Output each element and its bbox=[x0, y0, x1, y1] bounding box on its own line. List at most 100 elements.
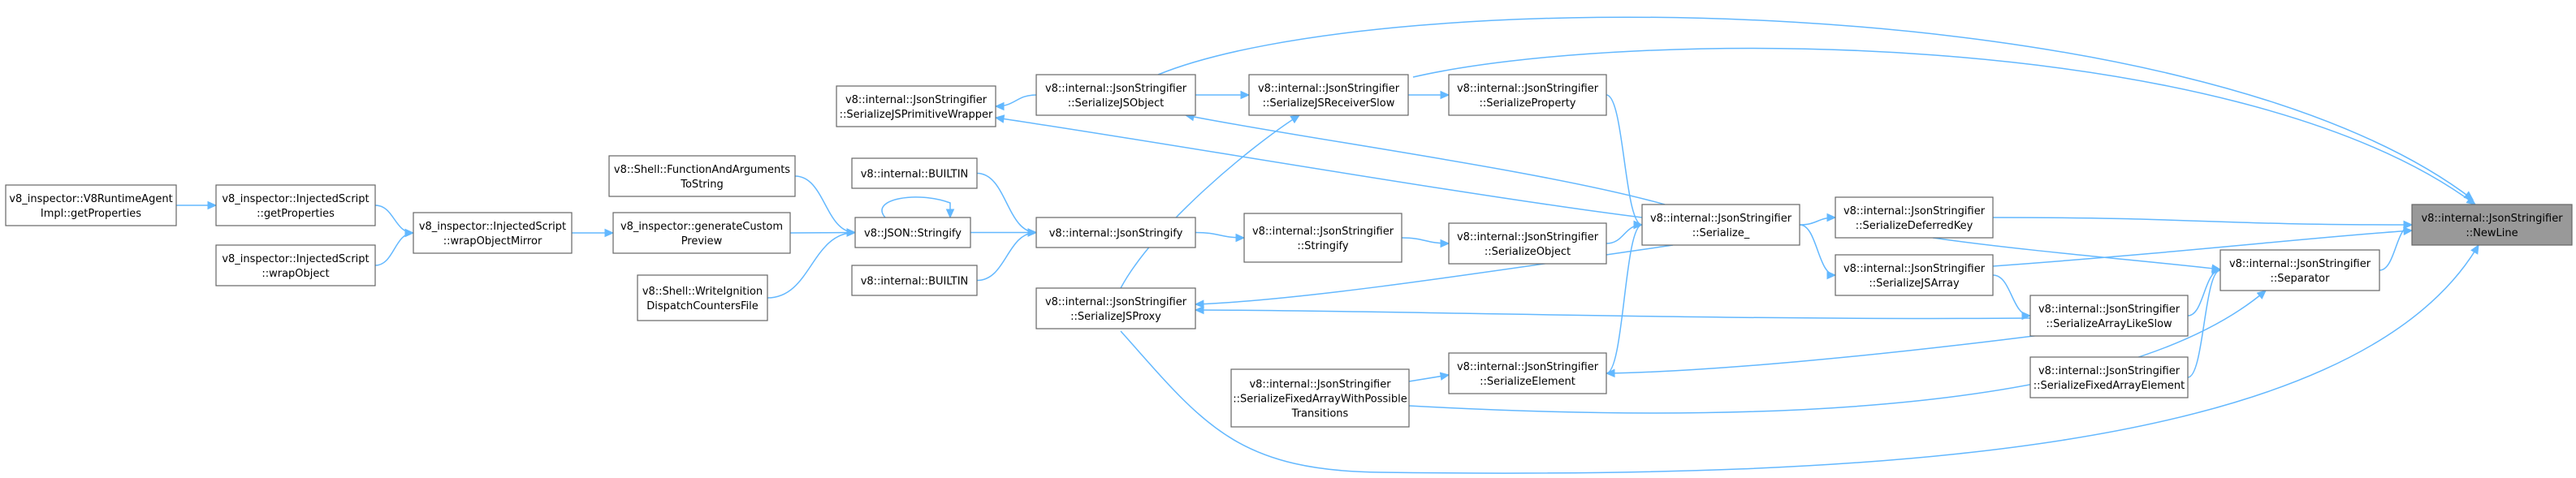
node-label-line-1: v8::internal::JsonStringifier bbox=[845, 94, 988, 106]
node-builtin-bottom[interactable]: v8::internal::BUILTIN bbox=[851, 265, 978, 296]
node-box bbox=[1035, 217, 1196, 248]
node-json-stringify-builtin[interactable]: v8::JSON::Stringify bbox=[854, 217, 971, 248]
node-label-line-2: ::wrapObjectMirror bbox=[443, 235, 542, 248]
node-box bbox=[608, 155, 796, 197]
node-label-line-2: ::SerializeFixedArrayElement bbox=[2034, 380, 2185, 392]
edge-line bbox=[881, 196, 951, 218]
node-label-line-1: v8::internal::JsonStringifier bbox=[2038, 365, 2181, 377]
node-serialize-fixed-array-with-possible-transitions[interactable]: v8::internal::JsonStringifier::Serialize… bbox=[1230, 368, 1410, 428]
edge-line bbox=[1799, 224, 1836, 276]
edge-shell_function_and_arguments-to-json_stringify_builtin bbox=[794, 175, 857, 237]
node-builtin-top[interactable]: v8::internal::BUILTIN bbox=[851, 157, 978, 189]
node-serialize-object[interactable]: v8::internal::JsonStringifier::Serialize… bbox=[1448, 222, 1607, 265]
edge-serialize_js_proxy-to-newline bbox=[1120, 243, 2479, 474]
edge-line bbox=[1606, 334, 2047, 374]
edge-serialize_array_like_slow-to-serialize_js_proxy bbox=[1194, 305, 2031, 320]
edge-line bbox=[1408, 290, 2267, 414]
node-box bbox=[1835, 196, 1994, 239]
edge-line bbox=[374, 205, 414, 234]
nodes-layer: v8::internal::JsonStringifier::NewLinev8… bbox=[5, 74, 2573, 428]
node-separator[interactable]: v8::internal::JsonStringifier::Separator bbox=[2219, 249, 2380, 291]
edge-line bbox=[794, 175, 856, 234]
node-box bbox=[1243, 213, 1403, 263]
edge-arrowhead bbox=[994, 114, 1005, 123]
node-serialize-js-object[interactable]: v8::internal::JsonStringifier::Serialize… bbox=[1035, 74, 1196, 116]
edge-arrowhead bbox=[846, 228, 857, 237]
node-wrap-object-mirror[interactable]: v8_inspector::InjectedScript::wrapObject… bbox=[413, 212, 573, 254]
edge-line bbox=[2187, 269, 2221, 378]
node-box bbox=[1035, 74, 1196, 116]
node-label-line-2: ::Stringify bbox=[1297, 240, 1349, 252]
node-label-line-1: v8::internal::JsonStringifier bbox=[1843, 263, 1986, 275]
node-box bbox=[2411, 204, 2573, 246]
node-serialize-js-primitive-wrapper[interactable]: v8::internal::JsonStringifier::Serialize… bbox=[836, 85, 996, 127]
node-label-line-2: ::SerializeFixedArrayWithPossible bbox=[1233, 394, 1407, 406]
node-box bbox=[851, 265, 978, 296]
edge-line bbox=[1195, 309, 2031, 320]
edge-serialize_js_object-to-serialize_js_receiver_slow bbox=[1195, 90, 1251, 100]
node-shell-write-ignition[interactable]: v8::Shell::WriteIgnitionDispatchCounters… bbox=[637, 274, 768, 321]
node-json-stringify[interactable]: v8::internal::JsonStringify bbox=[1035, 217, 1196, 248]
node-label-line-1: v8::internal::BUILTIN bbox=[861, 169, 969, 181]
edge-json_stringify-to-stringify_member bbox=[1195, 231, 1246, 243]
node-label-line-2: ::Separator bbox=[2271, 273, 2331, 285]
edge-line bbox=[1412, 47, 2476, 205]
node-serialize-array-like-slow[interactable]: v8::internal::JsonStringifier::Serialize… bbox=[2029, 295, 2189, 337]
edge-line bbox=[789, 231, 856, 234]
node-label-line-1: v8::internal::JsonStringifier bbox=[1258, 83, 1400, 95]
node-label-line-1: v8::internal::JsonStringifier bbox=[1045, 83, 1187, 95]
edge-line bbox=[374, 232, 414, 266]
node-box bbox=[1641, 204, 1800, 246]
edge-arrowhead bbox=[1826, 213, 1837, 222]
node-label-line-1: v8::internal::JsonStringifier bbox=[1045, 296, 1187, 308]
node-serialize-deferred-key[interactable]: v8::internal::JsonStringifier::Serialize… bbox=[1835, 196, 1994, 239]
node-box bbox=[1230, 368, 1410, 428]
edge-arrowhead bbox=[1240, 90, 1251, 100]
node-get-properties[interactable]: v8_inspector::InjectedScript::getPropert… bbox=[215, 184, 376, 226]
node-box bbox=[851, 157, 978, 189]
edge-arrowhead bbox=[2403, 226, 2414, 235]
node-box bbox=[2029, 295, 2189, 337]
node-newline[interactable]: v8::internal::JsonStringifier::NewLine bbox=[2411, 204, 2573, 246]
node-serialize-element[interactable]: v8::internal::JsonStringifier::Serialize… bbox=[1448, 352, 1607, 394]
node-label-line-1: v8::internal::JsonStringifier bbox=[2038, 304, 2181, 316]
node-box bbox=[413, 212, 573, 254]
edge-line bbox=[1992, 217, 2413, 226]
edge-arrowhead bbox=[1027, 228, 1038, 237]
node-wrap-object[interactable]: v8_inspector::InjectedScript::wrapObject bbox=[215, 244, 376, 286]
node-stringify-member[interactable]: v8::internal::JsonStringifier::Stringify bbox=[1243, 213, 1403, 263]
node-label-line-2: DispatchCountersFile bbox=[646, 300, 759, 312]
node-serialize-js-proxy[interactable]: v8::internal::JsonStringifier::Serialize… bbox=[1035, 287, 1196, 329]
node-label-line-3: Transitions bbox=[1291, 408, 1349, 420]
node-box bbox=[1835, 254, 1994, 296]
edge-serialize_-to-serialize_deferred_key bbox=[1799, 213, 1837, 226]
node-serialize-js-array[interactable]: v8::internal::JsonStringifier::Serialize… bbox=[1835, 254, 1994, 296]
node-runtime-agent-get-properties[interactable]: v8_inspector::V8RuntimeAgentImpl::getPro… bbox=[5, 184, 177, 226]
node-label-line-1: v8::internal::JsonStringifier bbox=[1249, 379, 1391, 391]
node-label-line-2: ::SerializeJSReceiverSlow bbox=[1263, 97, 1395, 110]
edge-arrowhead bbox=[1235, 233, 1246, 243]
edge-line bbox=[976, 172, 1037, 234]
edge-serialize_array_like_slow-to-serialize_element bbox=[1605, 334, 2047, 378]
edge-line bbox=[976, 231, 1037, 282]
node-serialize-property[interactable]: v8::internal::JsonStringifier::Serialize… bbox=[1448, 74, 1607, 116]
edge-line bbox=[767, 231, 856, 299]
edge-arrowhead bbox=[2021, 311, 2032, 321]
node-serialize-[interactable]: v8::internal::JsonStringifier::Serialize… bbox=[1641, 204, 1800, 246]
edge-serialize_deferred_key-to-separator bbox=[1932, 237, 2222, 273]
edge-arrowhead bbox=[2256, 290, 2267, 299]
node-serialize-fixed-array-element[interactable]: v8::internal::JsonStringifier::Serialize… bbox=[2029, 356, 2189, 398]
edge-arrowhead bbox=[2211, 264, 2222, 273]
node-box bbox=[854, 217, 971, 248]
node-label-line-2: ::Serialize_ bbox=[1692, 227, 1750, 239]
node-box bbox=[1448, 222, 1607, 265]
node-label-line-2: ::SerializeObject bbox=[1485, 246, 1571, 258]
edge-arrowhead bbox=[1440, 90, 1450, 100]
edge-serialize_element-to-serialize_ bbox=[1606, 220, 1644, 374]
edge-arrowhead bbox=[1826, 270, 1837, 280]
edge-serialize_fixed_array_element-to-separator bbox=[2187, 265, 2222, 378]
node-box bbox=[1248, 74, 1409, 116]
node-serialize-js-receiver-slow[interactable]: v8::internal::JsonStringifier::Serialize… bbox=[1248, 74, 1409, 116]
